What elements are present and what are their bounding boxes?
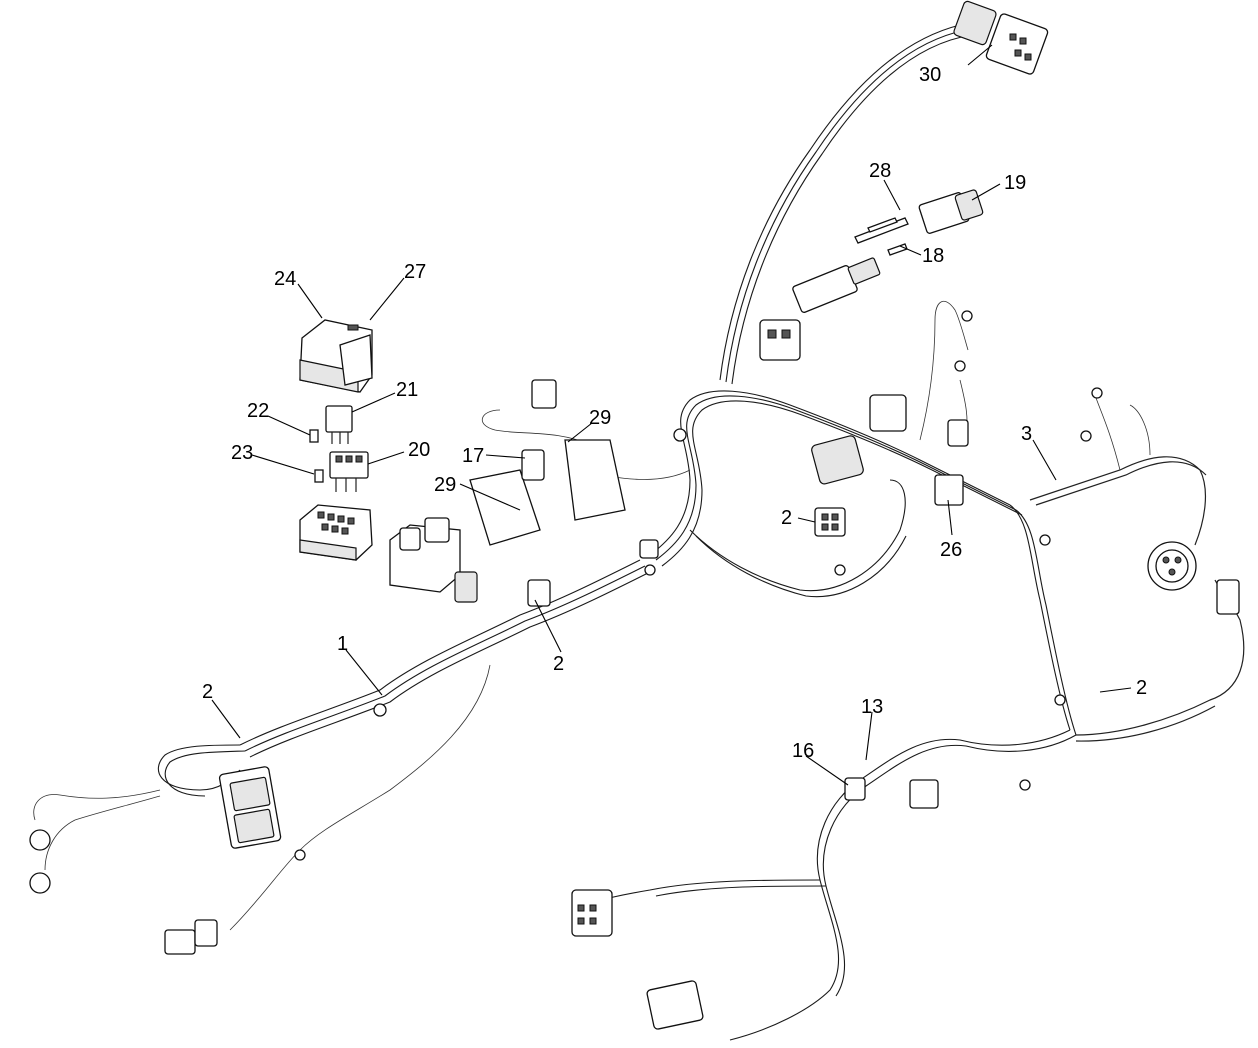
callout-20: 20 [408,439,430,461]
center-connector-block [389,379,659,607]
leader-lines [211,44,1132,786]
callout-18: 18 [922,245,944,267]
callout-24: 24 [274,268,296,290]
callout-29-upper: 29 [589,407,611,429]
callout-13: 13 [861,696,883,718]
callout-23: 23 [231,442,253,464]
callout-2-left: 2 [202,681,213,703]
terminal-parts-18-19-28 [759,189,984,361]
callout-26: 26 [940,539,962,561]
callout-21: 21 [396,379,418,401]
misc-connectors [29,310,1240,1030]
callout-2-center: 2 [553,653,564,675]
main-harness-bundle [33,24,1245,1041]
callout-30: 30 [919,64,941,86]
callout-17: 17 [462,445,484,467]
connector-30 [953,0,1049,75]
callout-27: 27 [404,261,426,283]
callout-2-right: 2 [1136,677,1147,699]
callout-labels: 30 28 19 18 24 27 21 22 23 20 29 17 29 3… [202,64,1147,762]
callout-3: 3 [1021,423,1032,445]
callout-16: 16 [792,740,814,762]
relay-box-assembly [299,319,373,561]
callout-1: 1 [337,633,348,655]
callout-29-lower: 29 [434,474,456,496]
callout-19: 19 [1004,172,1026,194]
callout-28: 28 [869,160,891,182]
callout-2-center-right: 2 [781,507,792,529]
callout-22: 22 [247,400,269,422]
